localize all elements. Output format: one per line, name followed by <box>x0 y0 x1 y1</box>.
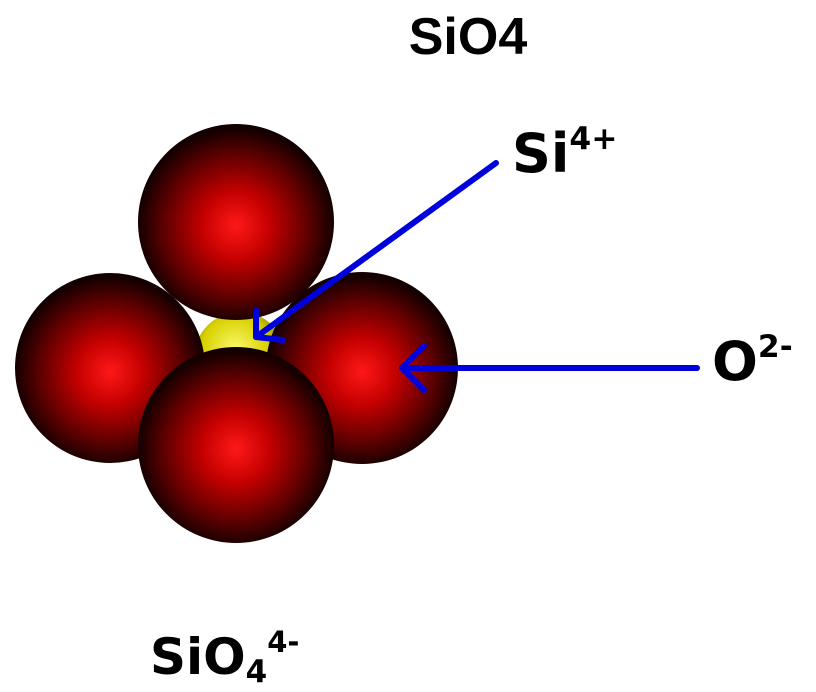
oxygen-charge: 2- <box>757 328 793 365</box>
oxygen-ion-label: O2- <box>712 328 793 393</box>
oxygen-pointer-arrow <box>399 343 700 393</box>
formula-charge: 4- <box>267 625 300 660</box>
formula-subscript: 4 <box>245 653 268 690</box>
silicon-pointer-arrow <box>253 160 499 343</box>
oxygen-sphere-top <box>138 124 334 320</box>
diagram-title: SiO4 <box>408 8 528 66</box>
formula-base: SiO <box>150 628 246 686</box>
oxygen-sphere-bottom <box>138 347 334 543</box>
silicate-formula-label: SiO44- <box>150 625 300 690</box>
silicon-symbol: Si <box>512 122 570 185</box>
oxygen-symbol: O <box>712 330 758 393</box>
silicon-charge: 4+ <box>569 120 618 157</box>
silicon-ion-label: Si4+ <box>512 120 618 185</box>
